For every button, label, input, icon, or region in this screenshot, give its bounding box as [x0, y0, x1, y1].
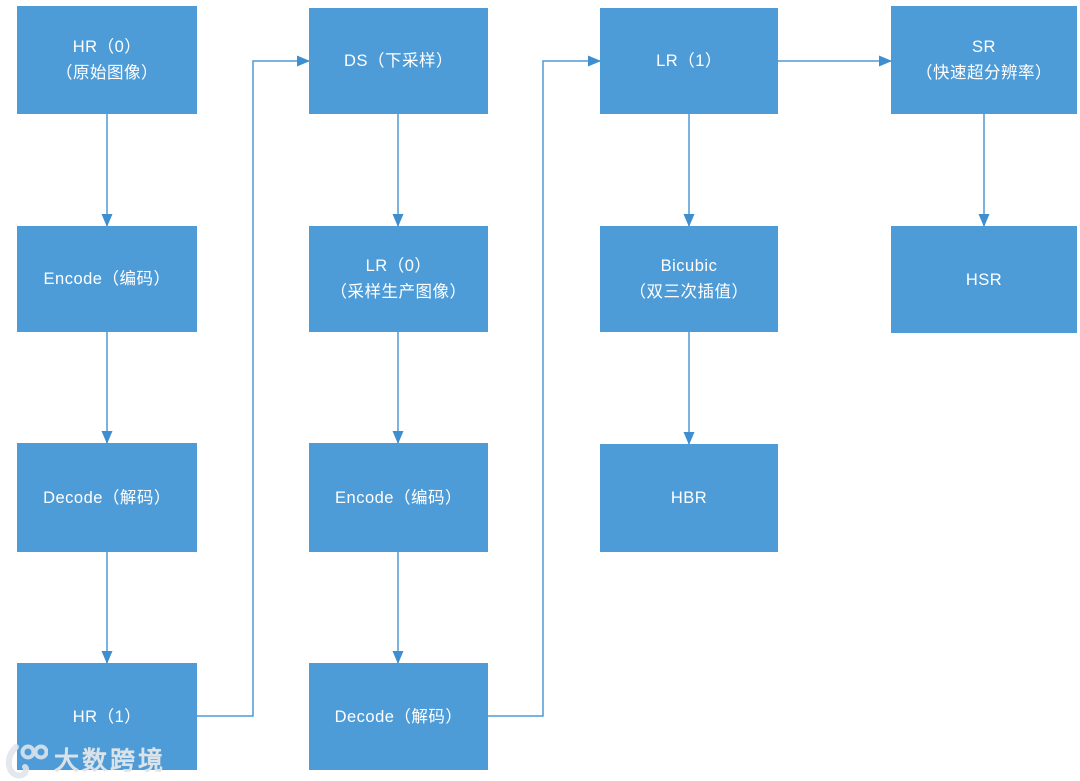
node-decode2-label-line: Decode（解码）: [334, 707, 463, 726]
node-bicubic-label-line: Bicubic: [660, 257, 718, 275]
node-bicubic-label-line: （双三次插值）: [629, 283, 749, 301]
node-encode1-label-line: Encode（编码）: [43, 270, 171, 288]
node-hsr-label-line: HSR: [965, 270, 1003, 289]
node-decode1: Decode（解码）: [17, 443, 197, 552]
node-sr: SR （快速超分辨率）: [891, 6, 1077, 114]
node-decode2: Decode（解码）: [309, 663, 488, 770]
node-lr0: LR（0） （采样生产图像）: [309, 226, 488, 332]
node-hr1: HR（1）: [17, 663, 197, 770]
node-bicubic: Bicubic （双三次插值）: [600, 226, 778, 332]
edge-hr1-to-ds: [197, 55, 310, 717]
node-hbr-label-line: HBR: [670, 489, 708, 507]
node-hr0-label-line: HR（0）: [72, 38, 142, 56]
node-lr0-label-line: （采样生产图像）: [330, 283, 467, 301]
node-encode2: Encode（编码）: [309, 443, 488, 552]
node-ds: DS（下采样）: [309, 8, 488, 114]
edge-decode2-to-lr1: [488, 55, 601, 717]
node-lr1: LR（1）: [600, 8, 778, 114]
node-lr1-label-line: LR（1）: [656, 52, 722, 70]
node-encode2-label-line: Encode（编码）: [335, 488, 462, 507]
node-hbr: HBR: [600, 444, 778, 552]
node-decode1-label-line: Decode（解码）: [43, 488, 171, 507]
node-sr-label-line: SR: [972, 38, 996, 56]
node-lr0-label-line: LR（0）: [365, 257, 432, 275]
node-ds-label-line: DS（下采样）: [344, 52, 453, 70]
node-hr1-label-line: HR（1）: [72, 707, 142, 726]
node-hr0: HR（0） （原始图像）: [17, 6, 197, 114]
node-hr0-label-line: （原始图像）: [56, 64, 158, 82]
node-sr-label-line: （快速超分辨率）: [916, 64, 1052, 82]
node-hsr: HSR: [891, 226, 1077, 333]
node-encode1: Encode（编码）: [17, 226, 197, 332]
